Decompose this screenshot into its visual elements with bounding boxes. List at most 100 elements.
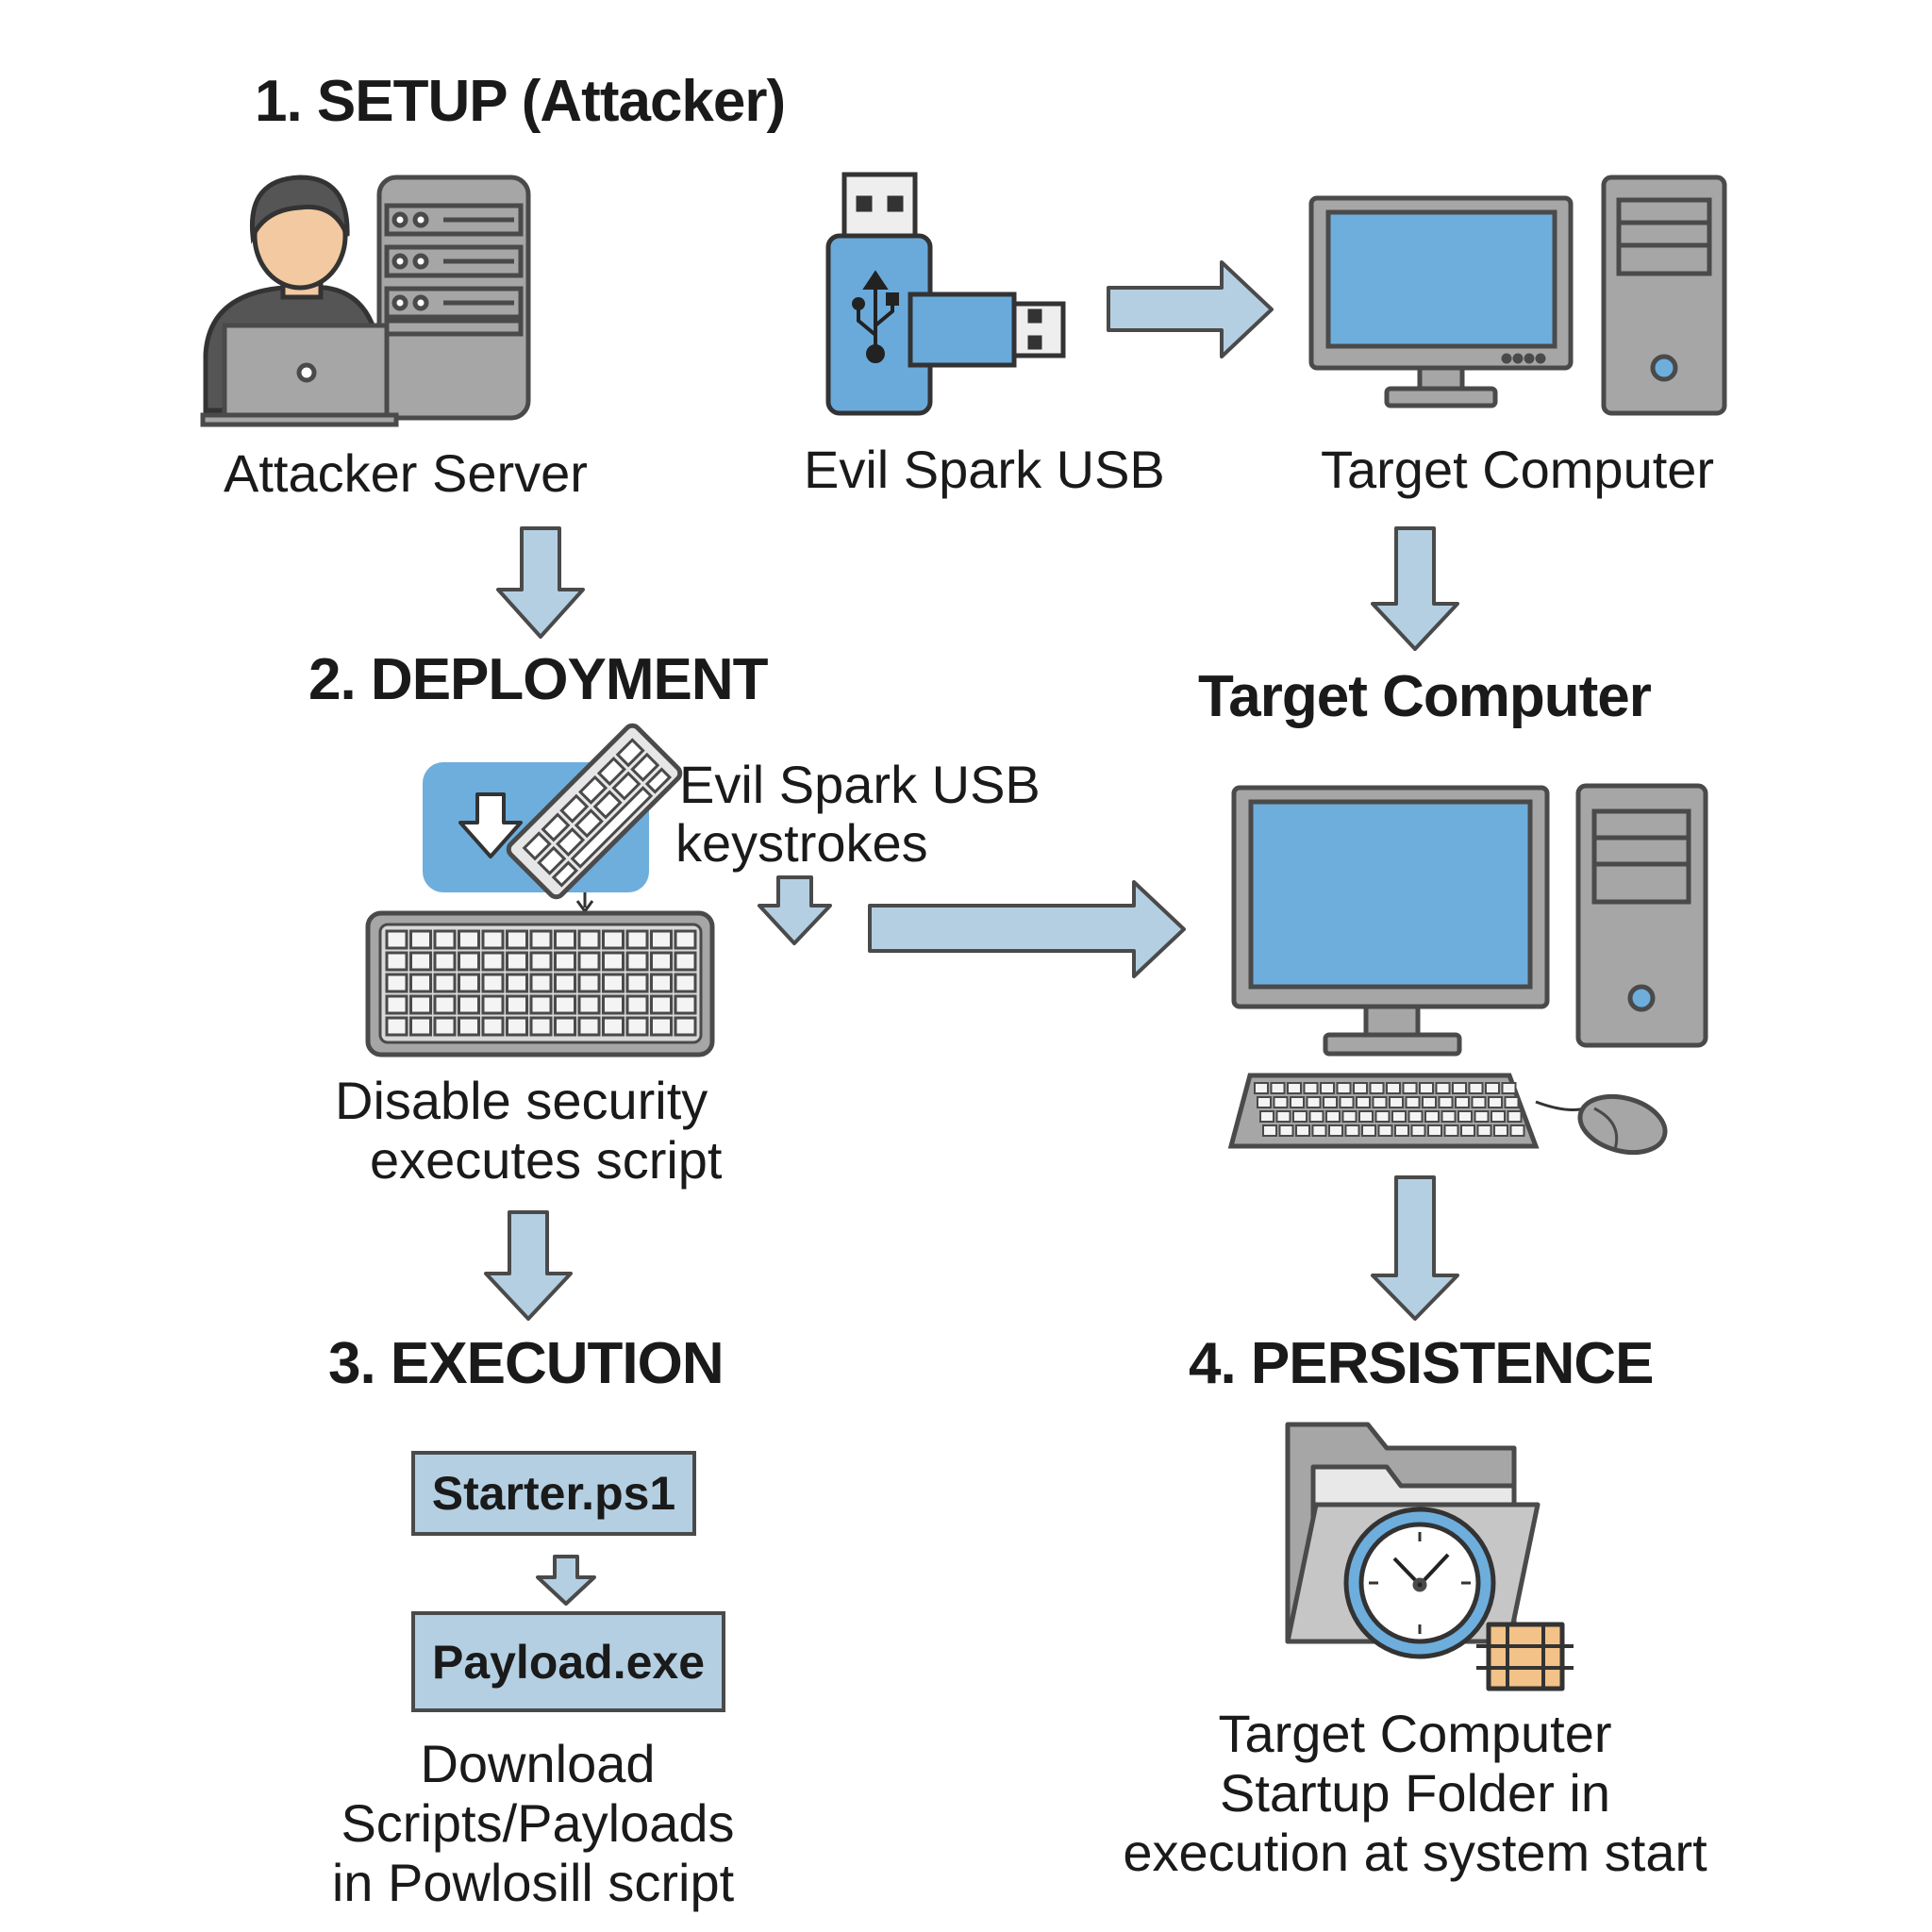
deployment-keyboard-icon	[365, 910, 715, 1058]
keyboard-key	[1485, 1082, 1500, 1094]
keyboard-key	[1509, 1124, 1525, 1137]
starter-ps1-file: Starter.ps1	[411, 1451, 696, 1536]
keyboard-key	[602, 951, 625, 972]
keyboard-key	[1254, 1082, 1269, 1094]
attacker-server-label: Attacker Server	[224, 443, 588, 503]
keyboard-key	[577, 994, 601, 1015]
keyboard-key	[1491, 1110, 1506, 1123]
keyboard-key	[385, 994, 408, 1015]
target-computer-label-top: Target Computer	[1321, 440, 1715, 499]
keyboard-key	[1323, 1096, 1338, 1108]
keyboard-key	[1460, 1124, 1475, 1137]
target-computer-top-icon	[1308, 175, 1727, 416]
keyboard-key	[650, 929, 673, 950]
keyboard-key	[1295, 1124, 1310, 1137]
keyboard-key	[1303, 1082, 1319, 1094]
keyboard-key	[529, 994, 553, 1015]
keyboard-key	[1405, 1096, 1421, 1108]
keyboard-key	[602, 929, 625, 950]
keyboard-key	[674, 973, 697, 993]
persistence-title: 4. PERSISTENCE	[1189, 1331, 1654, 1396]
keyboard-key	[674, 994, 697, 1015]
keyboard-key	[1341, 1110, 1357, 1123]
keyboard-key	[529, 929, 553, 950]
keyboard-key	[1501, 1082, 1517, 1094]
keyboard-key	[481, 973, 505, 993]
keyboard-key	[650, 973, 673, 993]
keyboard-key	[1311, 1124, 1327, 1137]
arrow-right-usb-to-target	[1107, 260, 1274, 358]
startup-folder-clock-icon	[1285, 1422, 1574, 1691]
keyboard-key	[674, 929, 697, 950]
keyboard-key	[1443, 1124, 1459, 1137]
execution-desc-line2: Scripts/Payloads	[341, 1793, 735, 1853]
arrow-down-keystrokes	[758, 875, 832, 945]
keyboard-key	[674, 951, 697, 972]
keyboard-key	[1407, 1110, 1424, 1123]
usb-keystrokes-line2: keystrokes	[675, 813, 928, 873]
keyboard-key	[458, 994, 480, 1015]
evil-spark-usb-label: Evil Spark USB	[804, 440, 1165, 499]
keyboard-key	[1438, 1096, 1454, 1108]
keyboard-key	[1257, 1096, 1272, 1108]
keyboard-key	[458, 1016, 480, 1037]
keyboard-key	[650, 994, 673, 1015]
keyboard-key	[481, 1016, 505, 1037]
deployment-desc-line1: Disable security	[335, 1071, 708, 1130]
target-computer-main-icon	[1227, 783, 1708, 1156]
keyboard-key	[674, 1016, 697, 1037]
keyboard-key	[554, 929, 576, 950]
keyboard-key	[1273, 1096, 1289, 1108]
keyboard-key	[602, 1016, 625, 1037]
keyboard-key	[554, 1016, 576, 1037]
keyboard-key	[409, 1016, 432, 1037]
keyboard-key	[1435, 1082, 1451, 1094]
keyboard-key	[1361, 1124, 1376, 1137]
keyboard-key	[506, 994, 528, 1015]
persistence-desc-line2: Startup Folder in	[1220, 1763, 1610, 1823]
setup-title: 1. SETUP (Attacker)	[255, 69, 786, 134]
keyboard-key	[625, 973, 649, 993]
keyboard-key	[409, 951, 432, 972]
keyboard-key	[1427, 1124, 1442, 1137]
keyboard-key	[1471, 1096, 1487, 1108]
keyboard-key	[1389, 1096, 1404, 1108]
attacker-server-icon	[376, 175, 531, 421]
keyboard-key	[554, 973, 576, 993]
keyboard-key	[1358, 1110, 1374, 1123]
keyboard-key	[577, 973, 601, 993]
keyboard-key	[577, 951, 601, 972]
keyboard-key	[481, 929, 505, 950]
keyboard-key	[625, 994, 649, 1015]
keyboard-key	[1410, 1124, 1426, 1137]
keyboard-key	[409, 973, 432, 993]
arrow-down-deployment-to-execution	[484, 1210, 573, 1321]
keyboard-key	[1356, 1096, 1371, 1108]
execution-desc-line1: Download	[420, 1734, 656, 1793]
keyboard-key	[385, 973, 408, 993]
keyboard-key	[1488, 1096, 1503, 1108]
starter-ps1-label: Starter.ps1	[431, 1467, 676, 1520]
persistence-desc-line1: Target Computer	[1218, 1704, 1612, 1763]
keyboard-key	[385, 951, 408, 972]
keyboard-key	[1476, 1124, 1492, 1137]
keyboard-key	[650, 951, 673, 972]
keyboard-key	[1452, 1082, 1467, 1094]
keyboard-key	[1278, 1124, 1294, 1137]
usb-keystrokes-line1: Evil Spark USB	[679, 755, 1041, 814]
keyboard-key	[385, 929, 408, 950]
attacker-laptop-icon	[200, 323, 399, 427]
keyboard-key	[1493, 1124, 1508, 1137]
keyboard-key	[1507, 1110, 1523, 1123]
keyboard-key	[1259, 1110, 1274, 1123]
arrow-down-target-to-persistence	[1371, 1175, 1459, 1321]
keyboard-key	[1320, 1082, 1335, 1094]
execution-title: 3. EXECUTION	[328, 1331, 724, 1396]
keyboard-key	[625, 929, 649, 950]
keyboard-key	[1275, 1110, 1291, 1123]
keyboard-key	[1287, 1082, 1302, 1094]
keyboard-key	[1328, 1124, 1343, 1137]
keyboard-key	[1391, 1110, 1407, 1123]
usb-stick-icon	[825, 172, 1066, 416]
